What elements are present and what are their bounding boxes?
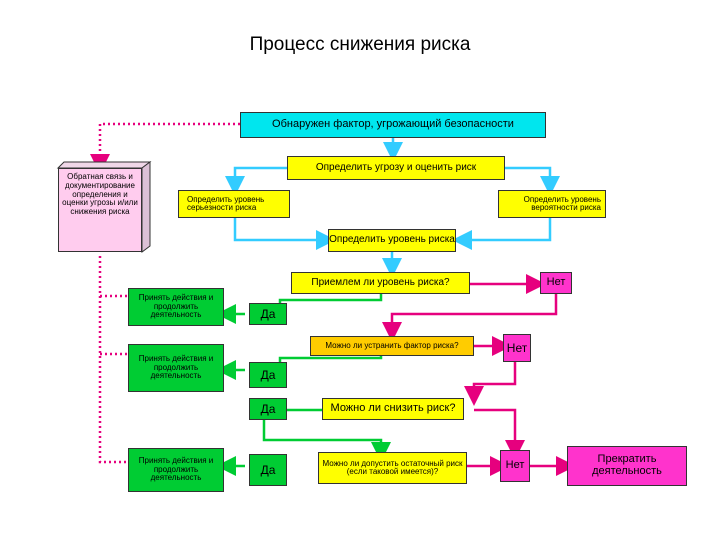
- residual-question-box: Можно ли допустить остаточный риск (если…: [318, 452, 467, 484]
- feedback-box-depth: [56, 161, 152, 253]
- probability-level-box: Определить уровень вероятности риска: [498, 190, 606, 218]
- continue-box-3: Принять действия и продолжить деятельнос…: [128, 448, 224, 492]
- reduce-question-box: Можно ли снизить риск?: [322, 398, 464, 420]
- feedback-connectors: [90, 122, 240, 464]
- no-box-2: Нет: [503, 334, 531, 362]
- no-box-3: Нет: [500, 450, 530, 482]
- yes-box-2: Да: [249, 362, 287, 388]
- diagram-title: Процесс снижения риска: [249, 34, 471, 55]
- magenta-connectors: [382, 274, 576, 476]
- continue-box-2: Принять действия и продолжить деятельнос…: [128, 344, 224, 392]
- stop-activity-box: Прекратить деятельность: [567, 446, 687, 486]
- factor-detected-box: Обнаружен фактор, угрожающий безопасност…: [240, 112, 546, 138]
- feedback-box: Обратная связь и документирование опреде…: [58, 168, 142, 252]
- severity-level-box: Определить уровень серьезности риска: [178, 190, 290, 218]
- identify-threat-box: Определить угрозу и оценить риск: [287, 156, 505, 180]
- risk-level-box: Определить уровень риска: [328, 229, 456, 252]
- yes-box-1: Да: [249, 303, 287, 325]
- no-box-1: Нет: [540, 272, 572, 294]
- yes-box-4: Да: [249, 454, 287, 486]
- cyan-connectors: [225, 138, 560, 278]
- yes-box-3: Да: [249, 398, 287, 420]
- acceptable-question-box: Приемлем ли уровень риска?: [291, 272, 470, 294]
- continue-box-1: Принять действия и продолжить деятельнос…: [128, 288, 224, 326]
- eliminate-question-box: Можно ли устранить фактор риска?: [310, 336, 474, 356]
